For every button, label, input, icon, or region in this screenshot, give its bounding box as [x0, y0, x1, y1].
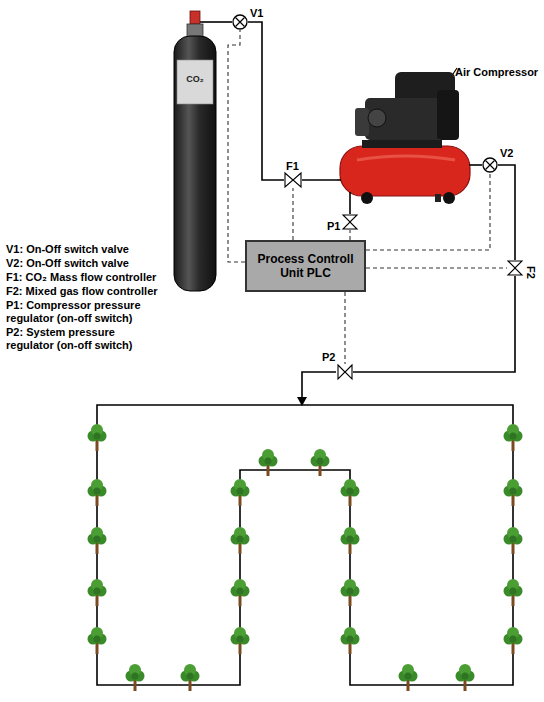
pressure-regulator: P1: [342, 214, 358, 230]
cylinder-label: CO₂: [177, 74, 213, 85]
tree-row: [88, 424, 523, 691]
tree-icon: [88, 627, 107, 654]
tree-icon: [341, 527, 360, 554]
tree-icon: [504, 479, 523, 506]
control-signal-line: [366, 267, 507, 268]
bowtie-valve-symbol: [342, 214, 358, 230]
tree-icon: [231, 627, 250, 654]
tree-icon: [231, 527, 250, 554]
pipe-loop: [97, 372, 513, 685]
tree-icon: [126, 664, 145, 691]
tree-icon: [88, 424, 107, 451]
tree-icon: [88, 527, 107, 554]
legend-note: P2: System pressure regulator (on-off sw…: [6, 326, 164, 352]
tree-icon: [181, 664, 200, 691]
legend-note: F2: Mixed gas flow controller: [6, 285, 164, 298]
cylinder-drawing: [170, 8, 220, 292]
component-label: Air Compressor: [455, 66, 538, 79]
valve-label: V2: [500, 147, 513, 160]
gas-pipe-line: [248, 22, 284, 180]
legend-note: P1: Compressor pressure regulator (on-of…: [6, 299, 164, 325]
tree-icon: [504, 424, 523, 451]
tree-icon: [88, 579, 107, 606]
tree-icon: [504, 579, 523, 606]
tree-icon: [504, 627, 523, 654]
flow-arrowhead: [297, 397, 307, 406]
valve-label: P2: [322, 351, 335, 364]
control-signal-line: [228, 30, 245, 262]
gas-pipe-line: [302, 179, 337, 181]
legend-note: V1: On-Off switch valve: [6, 243, 164, 256]
pressure-regulator: P2: [337, 364, 353, 380]
gas-pipe-line: [353, 276, 515, 372]
flow-controller: F2: [507, 260, 523, 276]
gas-pipe-line: [349, 205, 351, 214]
tree-icon: [399, 664, 418, 691]
tree-icon: [231, 579, 250, 606]
flow-controller: F1: [284, 172, 302, 188]
gas-pipe-line: [498, 165, 515, 260]
bowtie-valve-symbol: [507, 260, 523, 276]
tree-icon: [504, 527, 523, 554]
tree-icon: [341, 579, 360, 606]
control-signal-line: [344, 292, 345, 364]
compressor-drawing: [337, 60, 472, 205]
air-compressor: Air Compressor: [337, 60, 472, 205]
valve-label: P1: [327, 220, 340, 233]
tree-icon: [341, 479, 360, 506]
plc-label: Process Controll Unit PLC: [247, 249, 364, 283]
tree-icon: [231, 479, 250, 506]
valve-label: F2: [524, 266, 537, 279]
valve-label: F1: [286, 160, 299, 173]
control-signal-line: [349, 230, 350, 240]
bowtie-valve-symbol: [337, 364, 353, 380]
tree-icon: [259, 449, 278, 476]
tree-icon: [456, 664, 475, 691]
bowtie-valve-symbol: [284, 172, 302, 188]
legend-notes: V1: On-Off switch valveV2: On-Off switch…: [6, 243, 164, 353]
onoff-valve: V1: [232, 14, 248, 30]
tree-icon: [88, 479, 107, 506]
tree-icon: [311, 449, 330, 476]
valve-symbol: [482, 157, 498, 173]
tree-icon: [341, 627, 360, 654]
control-signal-line: [292, 188, 293, 240]
gas-pipe-line: [220, 21, 232, 23]
valve-label: V1: [250, 7, 263, 20]
plc-box: Process Controll Unit PLC: [245, 240, 366, 292]
co2-cylinder: CO₂: [170, 8, 220, 292]
gas-pipe-line: [472, 164, 482, 166]
legend-note: V2: On-Off switch valve: [6, 257, 164, 270]
onoff-valve: V2: [482, 157, 498, 173]
legend-note: F1: CO₂ Mass flow controller: [6, 271, 164, 284]
valve-symbol: [232, 14, 248, 30]
